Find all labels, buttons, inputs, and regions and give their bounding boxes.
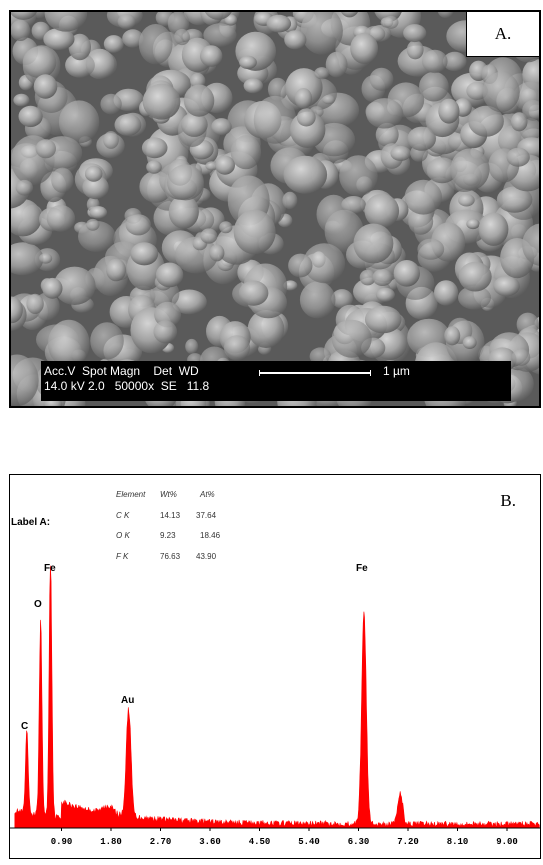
comp-header-wt: Wt% <box>160 490 177 499</box>
sem-micrograph-panel: A. Acc.V Spot Magn Det WD 14.0 kV 2.0 50… <box>9 10 541 408</box>
eds-spectrum-panel: 0.90 1.80 2.70 3.60 4.50 5.40 6.30 7.20 8.10 9.00… <box>9 474 541 859</box>
panel-b-label: B. <box>500 491 516 510</box>
comp-row-wt: 76.63 <box>160 552 181 561</box>
peak-label-fe: Fe <box>356 563 368 574</box>
scale-bar <box>259 370 371 376</box>
comp-row-element: O K <box>116 531 130 540</box>
comp-row-wt: 14.13 <box>160 511 181 520</box>
peak-label-au: Au <box>121 695 135 706</box>
comp-row-at: 18.46 <box>200 531 221 540</box>
x-tick-label: 8.10 <box>447 837 469 847</box>
comp-row-element: C K <box>116 511 130 520</box>
eds-spectrum-chart: 0.90 1.80 2.70 3.60 4.50 5.40 6.30 7.20 8.10 9.00 <box>10 565 540 847</box>
peak-label-fe: Fe <box>44 563 56 574</box>
x-tick-label: 3.60 <box>199 837 221 847</box>
sem-micrograph-image <box>11 12 539 406</box>
comp-header-element: Element <box>116 490 146 499</box>
spectrum-area <box>14 565 540 829</box>
scale-bar-label: 1 µm <box>383 364 410 378</box>
x-tick-label: 0.90 <box>51 837 73 847</box>
comp-row-at: 37.64 <box>196 511 217 520</box>
x-tick-label: 5.40 <box>298 837 320 847</box>
spot-label: Label A: <box>11 517 51 528</box>
comp-header-at: At% <box>200 490 215 499</box>
comp-row-wt: 9.23 <box>160 531 176 540</box>
x-tick-label: 7.20 <box>397 837 419 847</box>
panel-a-label: A. <box>466 12 539 57</box>
comp-row-element: F K <box>116 552 129 561</box>
peak-label-o: O <box>34 599 42 610</box>
x-tick-label: 4.50 <box>249 837 271 847</box>
x-tick-label: 1.80 <box>100 837 122 847</box>
sem-info-row2: 14.0 kV 2.0 50000x SE 11.8 <box>44 379 210 393</box>
sem-info-bar: Acc.V Spot Magn Det WD 14.0 kV 2.0 50000… <box>41 361 511 401</box>
comp-row-at: 43.90 <box>196 552 217 561</box>
x-tick-label: 2.70 <box>150 837 172 847</box>
sem-info-row1: Acc.V Spot Magn Det WD <box>44 364 199 378</box>
peak-label-c: C <box>21 721 29 732</box>
x-tick-label: 6.30 <box>348 837 370 847</box>
x-tick-label: 9.00 <box>496 837 518 847</box>
